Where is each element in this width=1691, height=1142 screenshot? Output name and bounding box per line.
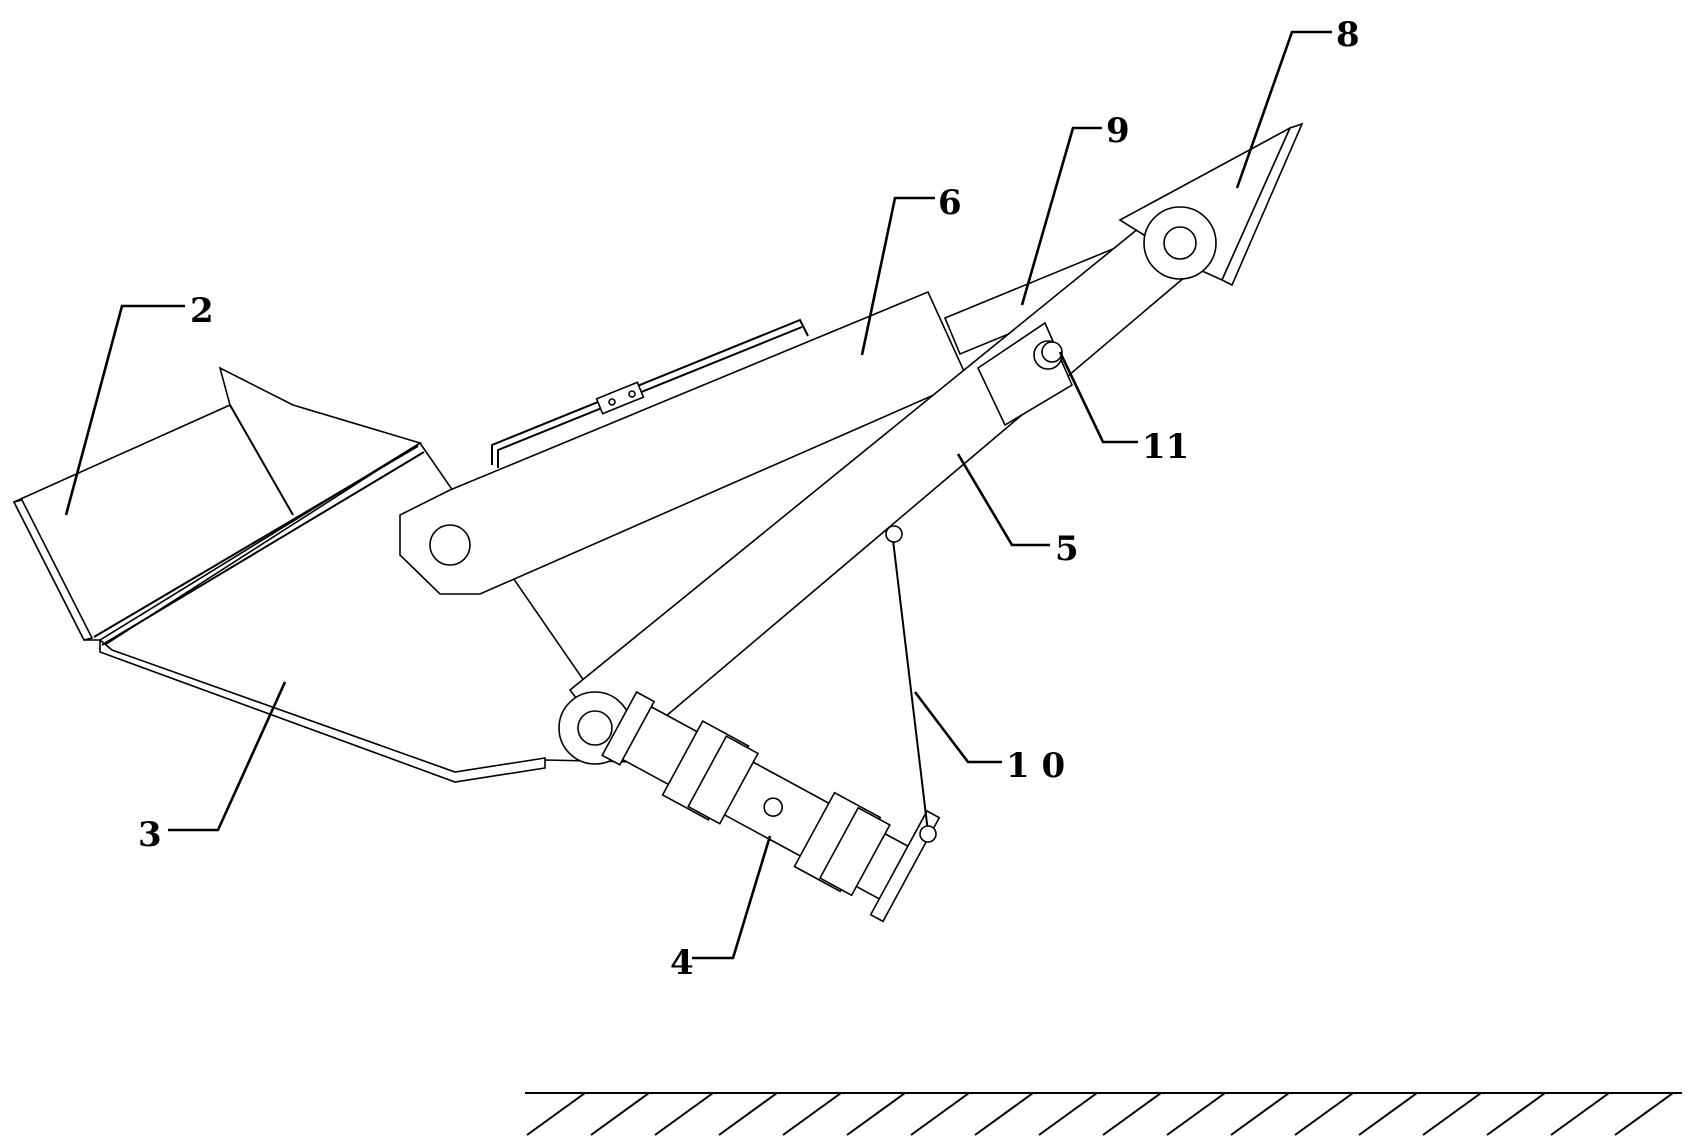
label-10: 1 0 [1006, 746, 1065, 786]
hatch-line [526, 1092, 586, 1136]
reference-numerals: 2 3 4 5 6 8 9 1 0 11 [138, 15, 1360, 983]
hatch-line [1422, 1092, 1482, 1136]
part-10-tie-rope [885, 525, 937, 843]
label-11: 11 [1142, 427, 1189, 467]
hatch-line [1294, 1092, 1354, 1136]
hatch-line [1230, 1092, 1290, 1136]
hatch-line [846, 1092, 906, 1136]
hatch-line [718, 1092, 778, 1136]
label-9: 9 [1106, 111, 1130, 151]
hatch-line [654, 1092, 714, 1136]
hatch-line [1038, 1092, 1098, 1136]
leader-lines [64, 30, 1332, 960]
hatch-line [1486, 1092, 1546, 1136]
label-6: 6 [938, 183, 962, 223]
hatch-line [1550, 1092, 1610, 1136]
part-2-hopper [12, 366, 425, 646]
part-6-main-boom [399, 290, 970, 595]
part-8-end-plate [1118, 122, 1304, 287]
hatch-line [590, 1092, 650, 1136]
label-5: 5 [1055, 529, 1079, 569]
hatch-line [1102, 1092, 1162, 1136]
ground [525, 1092, 1682, 1136]
label-3: 3 [138, 815, 162, 855]
hatch-line [910, 1092, 970, 1136]
ground-hatching [526, 1092, 1674, 1136]
part-4-lower-cylinder [601, 690, 941, 923]
hatch-line [1166, 1092, 1226, 1136]
label-2: 2 [190, 291, 214, 331]
hatch-line [974, 1092, 1034, 1136]
hatch-line [1358, 1092, 1418, 1136]
label-8: 8 [1336, 15, 1360, 55]
hatch-line [782, 1092, 842, 1136]
label-4: 4 [670, 943, 694, 983]
hatch-line [1614, 1092, 1674, 1136]
